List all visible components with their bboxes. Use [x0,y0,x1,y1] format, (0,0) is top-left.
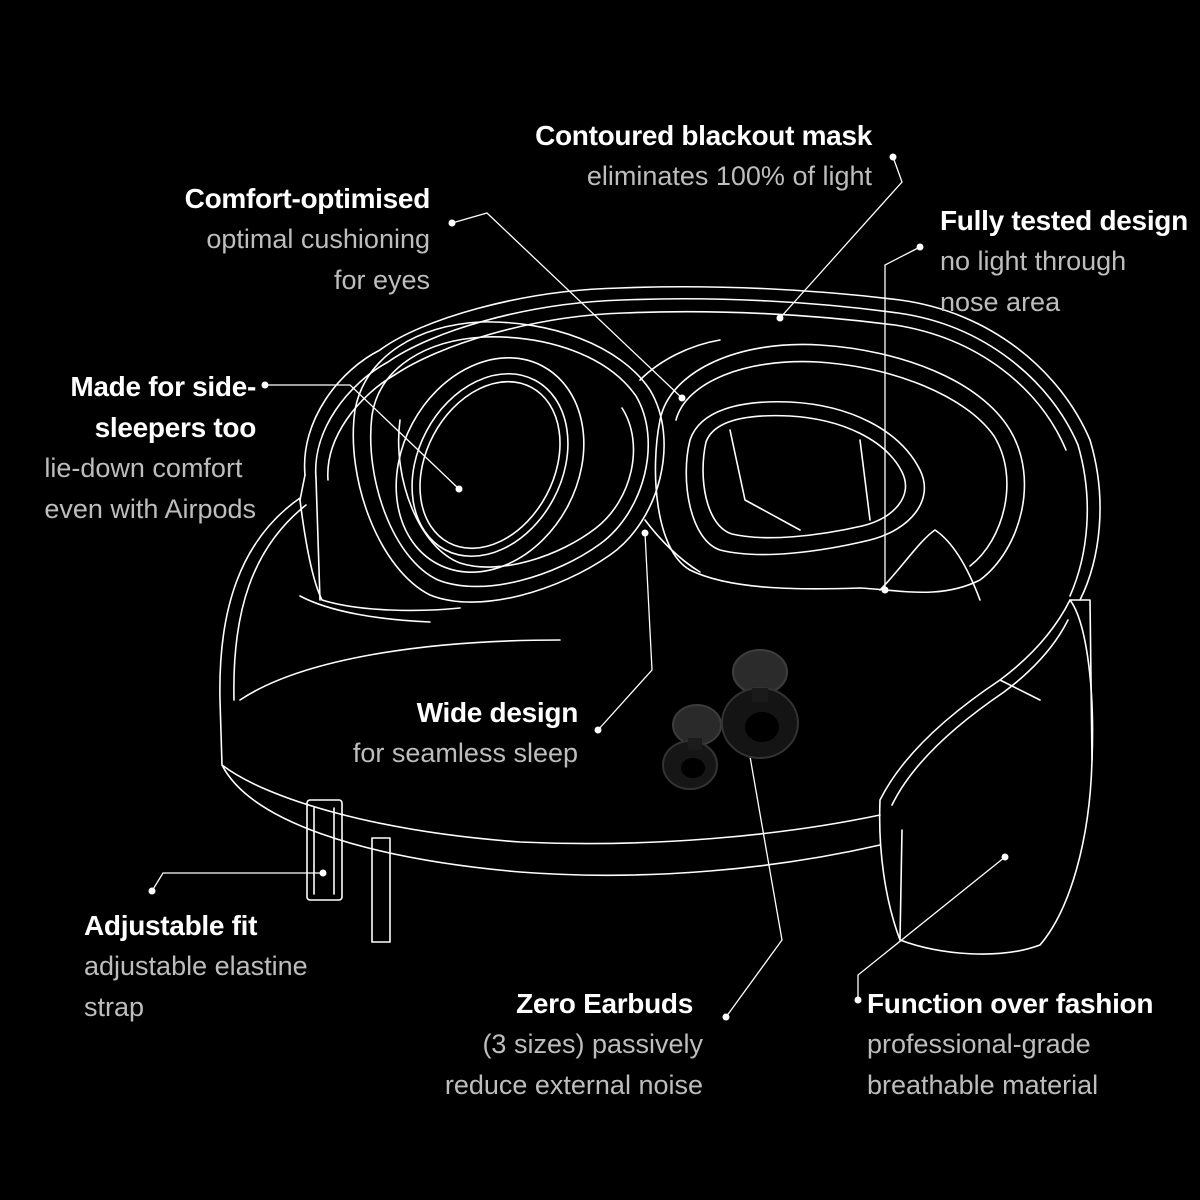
callout-contoured: Contoured blackout mask eliminates 100% … [535,115,872,197]
callout-title: Fully tested design [940,205,1188,236]
callout-subtitle: reduce external noise [444,1070,703,1100]
callout-comfort: Comfort-optimised optimal cushioning for… [184,178,431,301]
callout-fashion: Function over fashion professional-grade… [867,983,1153,1106]
callout-subtitle: no light through [940,246,1127,276]
callout-title: Comfort-optimised [184,183,431,214]
leader-wide [597,532,653,731]
leader-earbuds [725,744,783,1018]
mask-outer-shell [303,285,1101,601]
earplug-pair-icon [662,649,799,790]
strap-buckle [306,799,343,901]
leader-contoured [779,156,903,319]
right-side-panel [878,599,1094,955]
callout-subtitle: professional-grade [867,1029,1091,1059]
callout-subtitle: lie-down comfort [44,453,243,483]
callout-subtitle: (3 sizes) passively [482,1029,703,1059]
callout-subtitle: for eyes [333,265,430,295]
callout-subtitle: eliminates 100% of light [586,161,872,191]
callout-side-sleepers: Made for side- sleepers too lie-down com… [44,366,256,530]
leader-adjustable [151,872,323,892]
callout-subtitle: breathable material [867,1070,1099,1100]
leader-comfort [451,212,683,399]
callout-adjustable: Adjustable fit adjustable elastine strap [84,905,308,1028]
leader-fashion [857,856,1006,1000]
callout-subtitle: strap [84,992,145,1022]
leader-tested [884,246,921,590]
callout-subtitle: optimal cushioning [206,224,430,254]
callout-title: Adjustable fit [84,910,258,941]
right-eye-cup [654,343,1026,594]
callout-tested: Fully tested design no light through nos… [940,200,1188,323]
callout-subtitle: for seamless sleep [352,738,578,768]
strap-outline [219,497,881,877]
callout-wide: Wide design for seamless sleep [353,692,578,774]
callout-subtitle: nose area [940,287,1061,317]
left-eye-cup [352,321,665,603]
callout-subtitle: adjustable elastine [84,951,308,981]
callout-title: Zero Earbuds [516,988,693,1019]
callout-subtitle: even with Airpods [44,494,256,524]
callout-title: Wide design [416,697,579,728]
callout-earbuds: Zero Earbuds (3 sizes) passively reduce … [445,983,703,1106]
callout-title: sleepers too [94,412,257,443]
callout-title: Contoured blackout mask [535,120,872,151]
callout-title: Function over fashion [867,988,1154,1019]
leader-side [265,384,460,490]
callout-title: Made for side- [70,371,256,402]
